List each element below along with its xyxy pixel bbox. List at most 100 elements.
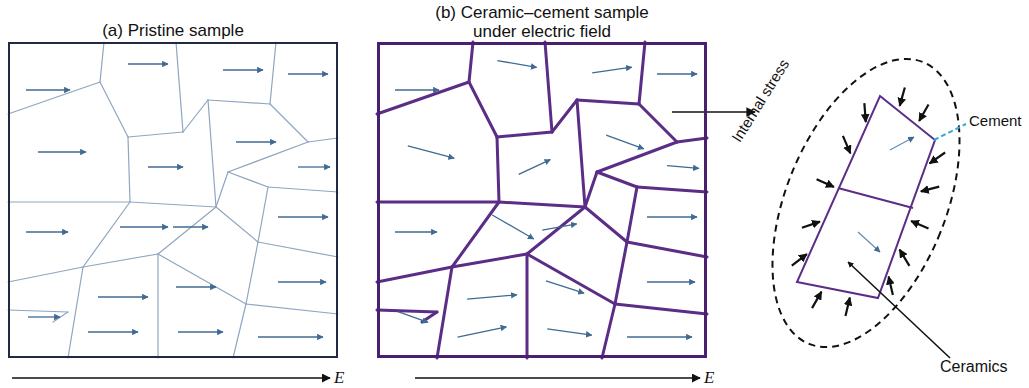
polarization-arrow (298, 166, 330, 167)
grain-boundary (452, 254, 527, 267)
grain-boundary (246, 304, 338, 314)
polarization-arrow (278, 216, 328, 217)
polarization-arrow (890, 137, 914, 150)
polarization-arrow (542, 224, 576, 230)
grain-boundary (270, 42, 276, 104)
polarization-arrow (395, 231, 437, 232)
stress-arrow (900, 250, 910, 266)
ceramic-grains (797, 96, 935, 298)
grain-boundary (377, 267, 452, 282)
stress-arrow (911, 221, 928, 229)
ceramics-leader (848, 262, 950, 358)
grain-boundary (100, 82, 128, 137)
stress-arrow (845, 298, 849, 316)
polarization-arrow (26, 89, 70, 90)
grain-boundary (216, 172, 228, 207)
grain-boundary (128, 132, 183, 137)
stress-arrow (889, 277, 893, 296)
polarization-arrow (497, 61, 536, 68)
grain-boundary (183, 100, 208, 132)
grain-boundary (208, 100, 216, 207)
polarization-arrow (667, 166, 699, 169)
polarization-arrow (178, 331, 223, 332)
polarization-arrow (519, 160, 551, 175)
field-symbol: E (704, 368, 714, 388)
cement-boundaries (377, 42, 707, 358)
polarization-arrow (492, 215, 534, 239)
grain-boundary (158, 254, 246, 304)
grain-boundary (527, 254, 615, 304)
grain-boundary (268, 187, 338, 192)
polarization-arrow (223, 69, 263, 70)
grain-boundary (216, 207, 258, 242)
stress-arrow (930, 153, 946, 164)
polarization-arrow (176, 286, 216, 287)
polarization-arrow (148, 166, 183, 167)
grain-boundary (377, 82, 469, 114)
polarization-arrow (858, 232, 880, 252)
grain-boundary (100, 42, 104, 82)
grain-boundary (527, 207, 585, 254)
grain-boundary (526, 254, 529, 358)
stress-arrow (919, 104, 928, 121)
polarization-arrow (28, 316, 60, 317)
polarization-arrow (458, 327, 507, 337)
grain-boundary (552, 100, 577, 132)
grain-boundary (469, 42, 473, 82)
stress-arrow (802, 222, 820, 228)
grain-boundary (577, 100, 585, 207)
grain-boundary (497, 132, 552, 137)
grain-boundary (208, 100, 270, 104)
grain-boundary (469, 82, 497, 137)
polarization-arrow (258, 336, 323, 337)
grain-boundaries (8, 42, 338, 358)
grain-boundary (157, 254, 158, 358)
grain-boundary (8, 310, 68, 312)
grain-boundary (83, 202, 130, 267)
polarization-arrow (467, 295, 517, 299)
panel-title: (a) Pristine sample (13, 21, 333, 41)
grain-boundary (270, 104, 308, 142)
grain-boundary (545, 42, 552, 132)
grain-boundary (8, 267, 83, 282)
grain-boundary (577, 100, 639, 104)
grain-boundary (130, 202, 216, 207)
grain-boundary (377, 201, 499, 204)
polarization-arrow (128, 63, 168, 64)
grain-boundary (128, 137, 130, 202)
panel-title: (b) Ceramic–cement sample under electric… (417, 3, 667, 42)
polarization-arrow (398, 312, 428, 323)
grain-boundary (68, 267, 83, 358)
polarization-arrow (606, 135, 644, 149)
grain-boundary (615, 242, 627, 304)
grain-boundary (627, 242, 707, 257)
grain-boundary (158, 207, 216, 254)
grain-boundary (499, 202, 585, 207)
grain-boundary (637, 187, 707, 192)
grain-boundary (585, 207, 627, 242)
grain-boundary (377, 310, 437, 312)
polarization-arrow (627, 336, 692, 337)
grain-boundary (437, 267, 452, 358)
polarization-arrow (592, 67, 632, 73)
polarization-arrow (546, 281, 584, 293)
polarization-arrow (547, 329, 592, 335)
grain-boundary (585, 172, 597, 207)
grain-boundary (452, 202, 499, 267)
grain-boundary (597, 172, 637, 187)
sample-panel: (a) Pristine sample (8, 42, 338, 358)
polarization-arrow (647, 216, 697, 217)
grain-boundary (627, 187, 637, 242)
grain-boundary (258, 242, 338, 257)
part-label: Cement (969, 112, 1022, 129)
stress-arrow (900, 88, 905, 106)
grain-boundary (83, 254, 158, 267)
grain-boundary (228, 142, 308, 172)
polarization-arrow (395, 89, 439, 90)
polarization-arrow (26, 231, 68, 232)
grain-boundary (233, 304, 246, 358)
polarization-arrow (657, 73, 697, 74)
polarization-arrow (647, 281, 695, 282)
grain-boundary (639, 42, 645, 104)
